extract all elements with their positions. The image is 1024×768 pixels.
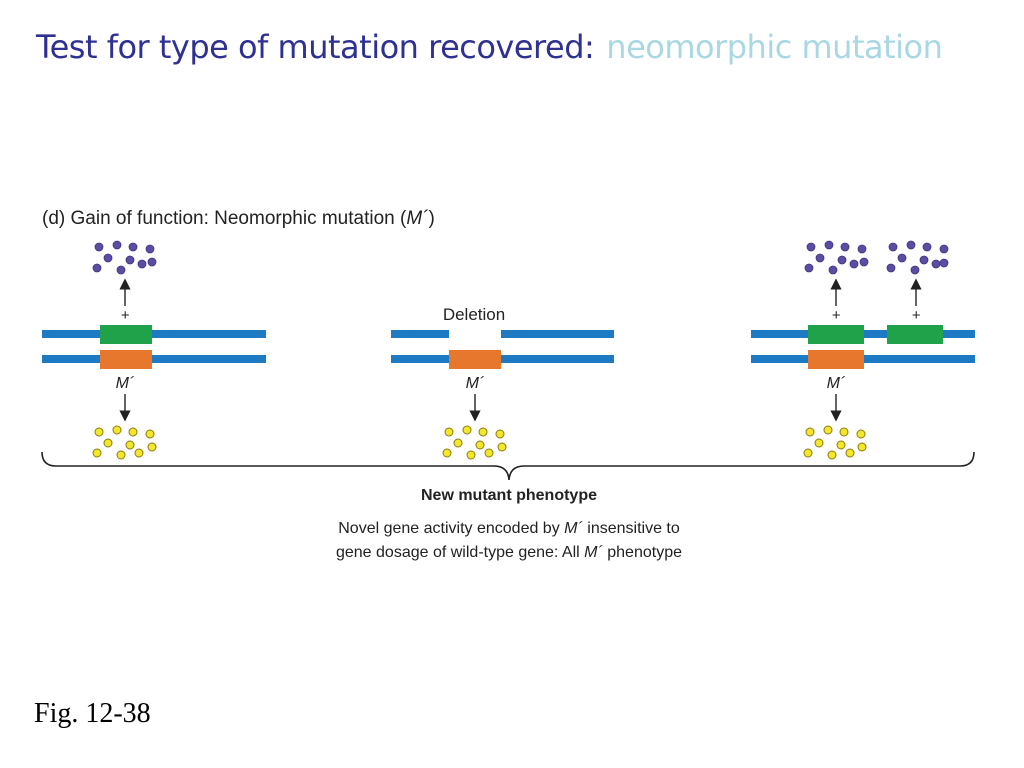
mutant-allele-label: M´ bbox=[827, 375, 846, 392]
chromosome-lower bbox=[42, 355, 266, 363]
slide-title: Test for type of mutation recovered: neom… bbox=[36, 28, 943, 66]
grouping-brace bbox=[41, 451, 975, 481]
plus-label: + bbox=[832, 307, 841, 324]
mutant-gene bbox=[808, 350, 864, 369]
wild-type-gene bbox=[100, 325, 152, 344]
mutant-gene bbox=[449, 350, 501, 369]
caption-line-1: Novel gene activity encoded by M´ insens… bbox=[338, 520, 680, 537]
mutant-product-cluster bbox=[803, 425, 867, 460]
wild-type-gene bbox=[808, 325, 864, 344]
figure-label: Fig. 12-38 bbox=[34, 698, 151, 729]
deletion-label: Deletion bbox=[443, 305, 505, 324]
chromosome-lower bbox=[391, 355, 614, 363]
slide-title-main: Test for type of mutation recovered: bbox=[36, 28, 595, 66]
mutant-allele-label: M´ bbox=[466, 375, 485, 392]
mutant-gene bbox=[100, 350, 152, 369]
mutant-product-cluster bbox=[92, 425, 157, 460]
phenotype-title: New mutant phenotype bbox=[421, 487, 597, 504]
mutant-allele-label: M´ bbox=[116, 375, 135, 392]
plus-label: + bbox=[912, 307, 921, 324]
slide-title-sub: neomorphic mutation bbox=[606, 28, 943, 66]
mutant-product-cluster bbox=[442, 425, 507, 460]
wild-type-product-cluster bbox=[886, 240, 949, 275]
chromosome-upper-right bbox=[501, 330, 614, 338]
chromosome-upper-left bbox=[391, 330, 449, 338]
panel-deletion: Deletion M´ bbox=[391, 305, 614, 460]
panel-heterozygote: + M´ bbox=[42, 240, 266, 460]
chromosome-upper bbox=[42, 330, 266, 338]
wild-type-gene-duplicate bbox=[887, 325, 943, 344]
wild-type-product-cluster bbox=[804, 240, 869, 275]
panel-duplication: + + M´ bbox=[751, 240, 975, 460]
wild-type-product-cluster bbox=[92, 240, 157, 275]
diagram-heading: (d) Gain of function: Neomorphic mutatio… bbox=[42, 208, 435, 229]
plus-label: + bbox=[121, 307, 130, 324]
caption-line-2: gene dosage of wild-type gene: All M´ ph… bbox=[336, 544, 682, 561]
